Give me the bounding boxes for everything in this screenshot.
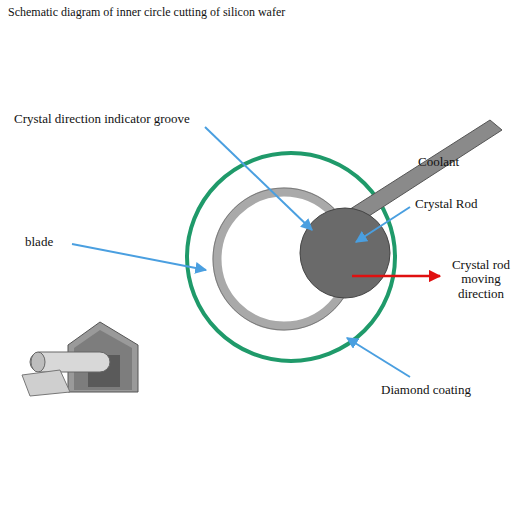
- callout-label: blade: [25, 235, 53, 249]
- cutting-machine-illustration: [22, 322, 138, 396]
- diagram-title: Schematic diagram of inner circle cuttin…: [8, 6, 285, 19]
- coolant-pipe: [344, 120, 502, 225]
- callout-label: Crystal direction indicator groove: [14, 112, 190, 126]
- callout-label: Coolant: [418, 155, 459, 169]
- callout-label: Crystal rod moving direction: [443, 258, 519, 301]
- callout-label: Diamond coating: [381, 383, 471, 397]
- leader-line: [356, 207, 410, 242]
- leader-line: [72, 244, 206, 270]
- movement-arrow: [352, 275, 440, 278]
- leader-line: [347, 338, 410, 377]
- leader-line: [205, 127, 312, 230]
- crystal-rod: [300, 208, 390, 298]
- blade-rim: [187, 153, 395, 361]
- callout-label: Crystal Rod: [415, 197, 477, 211]
